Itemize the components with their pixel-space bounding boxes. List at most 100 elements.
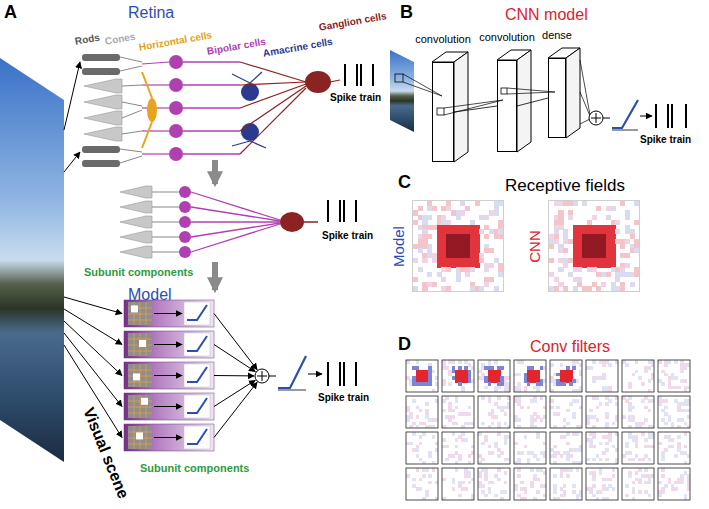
conv-filter bbox=[658, 360, 690, 392]
pixel bbox=[446, 206, 451, 211]
pixel bbox=[419, 409, 423, 413]
pixel bbox=[606, 258, 611, 263]
pixel bbox=[484, 282, 489, 287]
pixel bbox=[437, 258, 442, 263]
pixel bbox=[632, 435, 636, 439]
pixel bbox=[628, 396, 632, 400]
pixel bbox=[566, 474, 570, 478]
pixel bbox=[533, 376, 537, 380]
pixel bbox=[478, 481, 482, 485]
pixel bbox=[442, 363, 446, 367]
conv-filter bbox=[478, 360, 510, 392]
retina-illustration bbox=[84, 79, 122, 93]
pixel bbox=[589, 487, 593, 491]
pixel bbox=[684, 422, 688, 426]
pixel bbox=[413, 210, 418, 215]
pixel bbox=[677, 478, 681, 482]
stage-label: Subunit components bbox=[140, 462, 249, 474]
pixel bbox=[641, 432, 645, 436]
retina-illustration bbox=[305, 71, 331, 93]
label-wrap: Spike train bbox=[322, 230, 373, 242]
subunit-model bbox=[64, 297, 122, 314]
conv-filter bbox=[442, 432, 474, 464]
pixel bbox=[448, 370, 452, 374]
pixel bbox=[442, 399, 446, 403]
pixel bbox=[419, 458, 423, 462]
pixel bbox=[576, 360, 580, 364]
pixel bbox=[489, 229, 494, 234]
subunit-model bbox=[214, 382, 257, 437]
pixel bbox=[428, 454, 432, 458]
pixel bbox=[418, 239, 423, 244]
model-output bbox=[308, 374, 322, 375]
conv-filter bbox=[514, 432, 546, 464]
pixel bbox=[576, 448, 580, 452]
conv-filter bbox=[406, 360, 438, 392]
pixel bbox=[558, 258, 563, 263]
pixel bbox=[569, 448, 573, 452]
pixel bbox=[406, 474, 410, 478]
pixel bbox=[569, 373, 573, 377]
conv-filter bbox=[622, 360, 654, 392]
retina-illustration bbox=[120, 66, 142, 71]
pixel bbox=[425, 402, 429, 406]
pixel bbox=[489, 263, 494, 268]
pixel bbox=[484, 234, 489, 239]
pixel bbox=[494, 442, 498, 446]
pixel bbox=[448, 418, 452, 422]
pixel bbox=[448, 415, 452, 419]
pixel bbox=[592, 435, 596, 439]
pixel bbox=[504, 438, 508, 442]
pixel bbox=[592, 215, 597, 220]
conv-filter bbox=[622, 468, 654, 500]
conv-filter bbox=[442, 468, 474, 500]
pixel bbox=[560, 468, 564, 472]
pixel bbox=[498, 272, 503, 277]
pixel bbox=[569, 370, 573, 374]
pixel bbox=[577, 244, 582, 249]
retina-illustration bbox=[142, 62, 169, 64]
pixel bbox=[461, 438, 465, 442]
pixel bbox=[413, 220, 418, 225]
pixel bbox=[620, 282, 625, 287]
conv-filter bbox=[478, 396, 510, 428]
panel-letter: C bbox=[398, 172, 411, 192]
pixel bbox=[504, 435, 508, 439]
pixel bbox=[504, 376, 508, 380]
conv-filter bbox=[514, 360, 546, 392]
pixel bbox=[611, 248, 616, 253]
pixel bbox=[620, 201, 625, 206]
conv-filter bbox=[658, 468, 690, 500]
pixel bbox=[491, 409, 495, 413]
subunit-model bbox=[64, 309, 122, 345]
pixel bbox=[428, 382, 432, 386]
pixel bbox=[635, 442, 639, 446]
conv-filter bbox=[406, 360, 438, 392]
pixel bbox=[658, 490, 662, 494]
pixel bbox=[550, 376, 554, 380]
pixel bbox=[677, 406, 681, 410]
conv-filter bbox=[586, 396, 618, 428]
pixel bbox=[560, 494, 564, 498]
pixel bbox=[644, 406, 648, 410]
subunit-model bbox=[128, 413, 152, 414]
pixel bbox=[622, 396, 626, 400]
pixel bbox=[592, 253, 597, 258]
pixel bbox=[635, 435, 639, 439]
pixel bbox=[412, 448, 416, 452]
pixel bbox=[437, 215, 442, 220]
pixel bbox=[625, 363, 629, 367]
pixel bbox=[628, 409, 632, 413]
pixel bbox=[478, 432, 482, 436]
pixel bbox=[556, 451, 560, 455]
pixel bbox=[533, 386, 537, 390]
pixel bbox=[422, 229, 427, 234]
pixel bbox=[608, 363, 612, 367]
pixel bbox=[671, 438, 675, 442]
pixel bbox=[475, 253, 480, 258]
pixel bbox=[470, 258, 475, 263]
pixel bbox=[533, 478, 537, 482]
pixel bbox=[416, 454, 420, 458]
pixel bbox=[638, 481, 642, 485]
pixel bbox=[497, 376, 501, 380]
